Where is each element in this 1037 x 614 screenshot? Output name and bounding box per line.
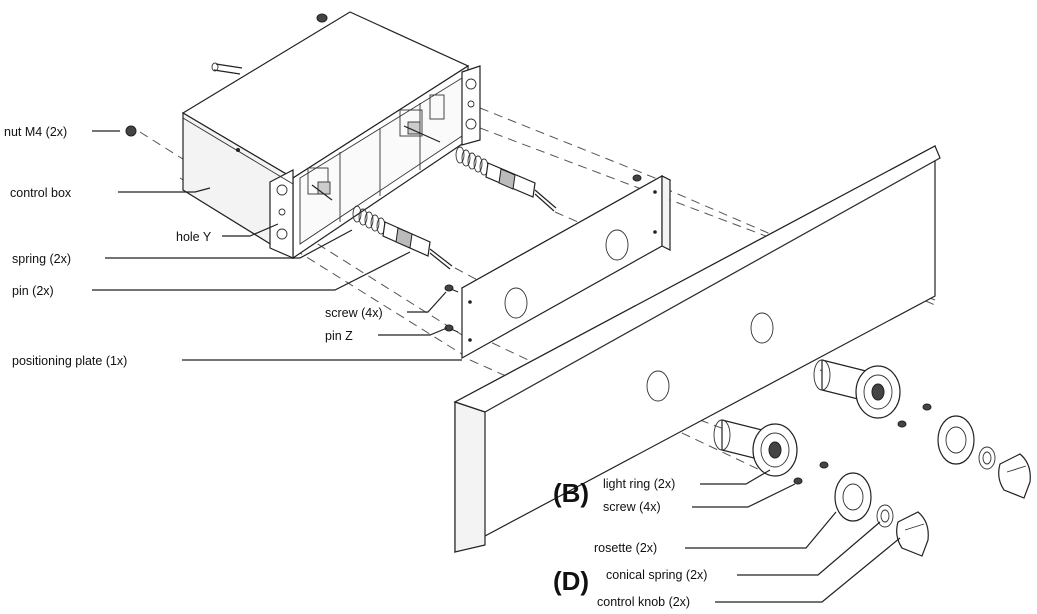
label-positioning-plate: positioning plate (1x) <box>12 354 127 368</box>
label-spring: spring (2x) <box>12 252 71 266</box>
label-control-box: control box <box>10 186 72 200</box>
control-box-drawing <box>181 11 481 260</box>
leader-lines <box>92 130 901 603</box>
knob-assembly-lower <box>834 472 929 557</box>
label-screw-top: screw (4x) <box>325 306 383 320</box>
label-conical-spring: conical spring (2x) <box>606 568 707 582</box>
knob-assembly-upper <box>937 415 1031 499</box>
light-ring-lower <box>713 419 798 477</box>
nut-m4-part <box>125 125 137 137</box>
label-screw-bottom: screw (4x) <box>603 500 661 514</box>
light-ring-upper <box>813 359 901 419</box>
label-rosette: rosette (2x) <box>594 541 657 555</box>
spring-pin-assembly-upper <box>455 146 557 212</box>
ring-screws <box>793 403 932 485</box>
positioning-plate-drawing <box>460 174 672 360</box>
label-pin-z: pin Z <box>325 329 353 343</box>
label-light-ring: light ring (2x) <box>603 477 675 491</box>
label-hole-y: hole Y <box>176 230 212 244</box>
screw-and-pin-z-parts <box>444 174 642 333</box>
wall-panel-drawing <box>453 145 941 553</box>
label-control-knob: control knob (2x) <box>597 595 690 609</box>
spring-pin-assembly-lower <box>352 205 453 270</box>
label-group-d: (D) <box>553 566 589 596</box>
label-nut-m4: nut M4 (2x) <box>4 125 67 139</box>
label-pin: pin (2x) <box>12 284 54 298</box>
label-group-b: (B) <box>553 478 589 508</box>
